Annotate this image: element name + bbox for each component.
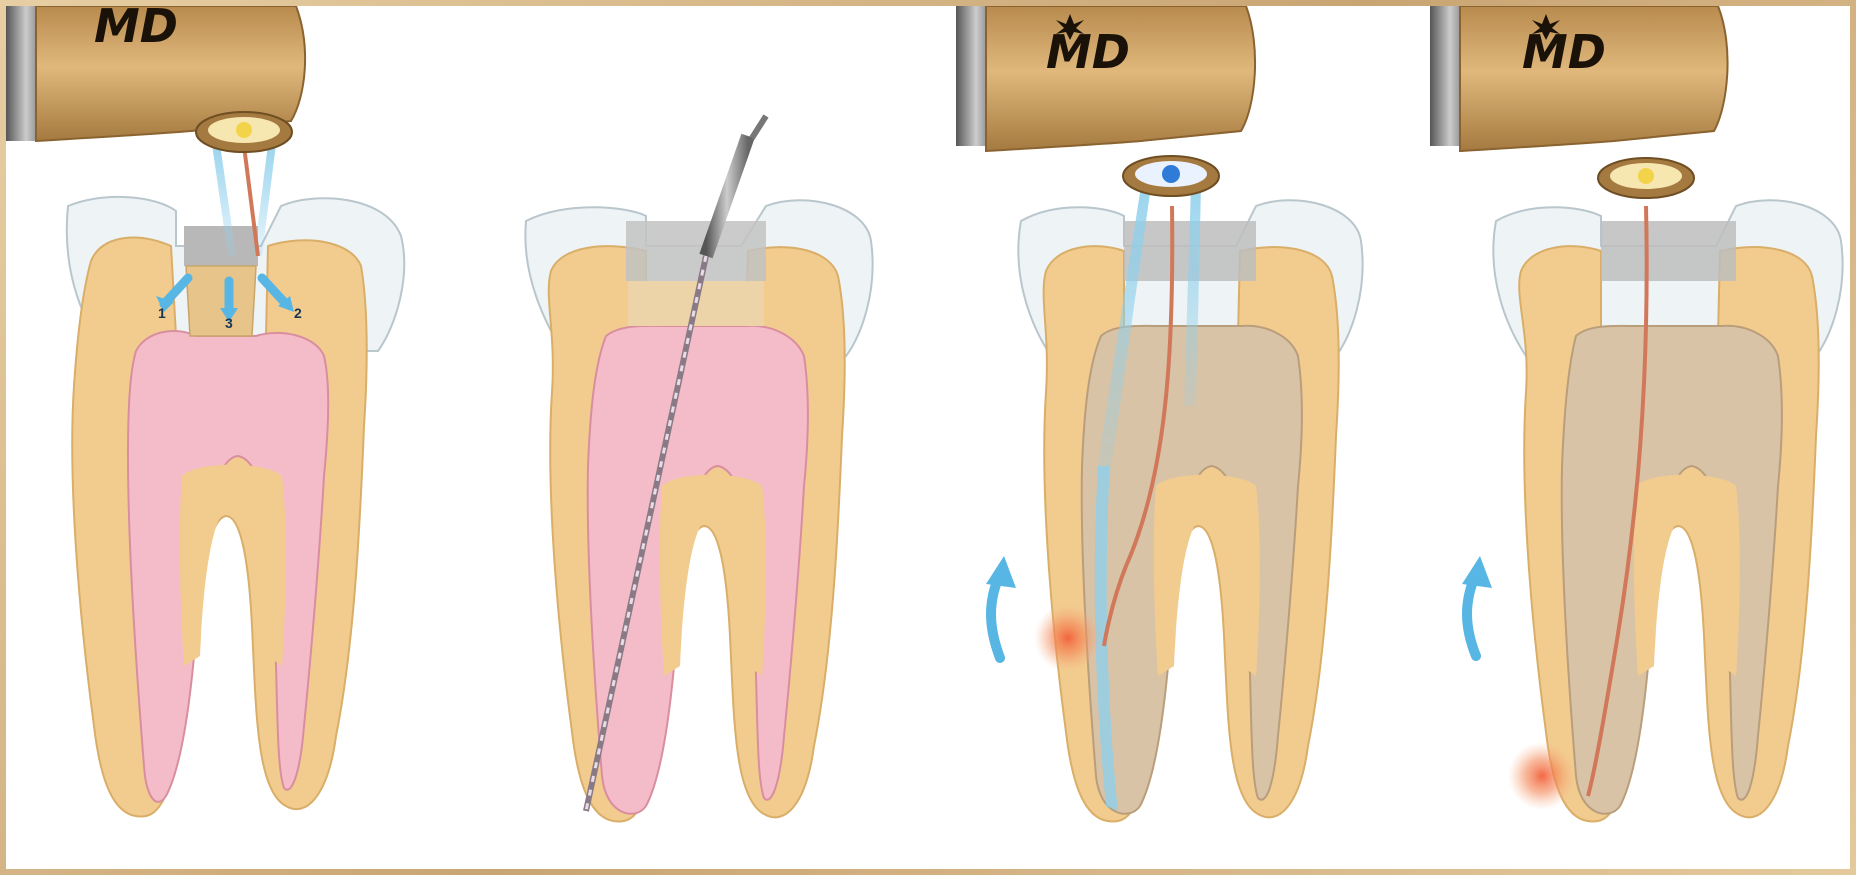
access-cavity <box>184 226 258 266</box>
inner-dentin-furcation <box>660 475 766 676</box>
pulp-chamber <box>588 326 808 814</box>
panel-access-opening: 1 3 2 MD <box>6 6 404 816</box>
crown-restoration <box>1601 221 1736 281</box>
opened-chamber <box>186 266 256 336</box>
handpiece-3: MD <box>956 6 1255 196</box>
step-label-1: 1 <box>158 305 166 321</box>
panel-laser-irrigation: MD <box>956 6 1363 821</box>
root-canal-illustration: 1 3 2 MD <box>6 6 1850 869</box>
illustration-panel: 1 3 2 MD <box>6 6 1850 869</box>
crown-restoration <box>626 221 766 281</box>
withdraw-arrow <box>1462 556 1492 656</box>
step-label-2: 2 <box>294 305 302 321</box>
step-label-3: 3 <box>225 315 233 331</box>
tooth-1 <box>67 197 404 817</box>
panel-canal-filing <box>525 116 872 821</box>
handpiece-4: MD <box>1430 6 1728 198</box>
brand-mark: MD <box>94 6 178 53</box>
tooth-4 <box>1493 200 1842 821</box>
withdraw-arrow <box>986 556 1016 658</box>
heat-glow <box>1508 742 1576 810</box>
panel-laser-disinfection: MD <box>1430 6 1843 821</box>
handpiece-1: MD <box>6 6 305 152</box>
inner-dentin-furcation <box>180 465 286 666</box>
cleaned-canal <box>1562 326 1782 814</box>
pulp-chamber <box>128 331 328 802</box>
heat-glow <box>1034 604 1102 672</box>
